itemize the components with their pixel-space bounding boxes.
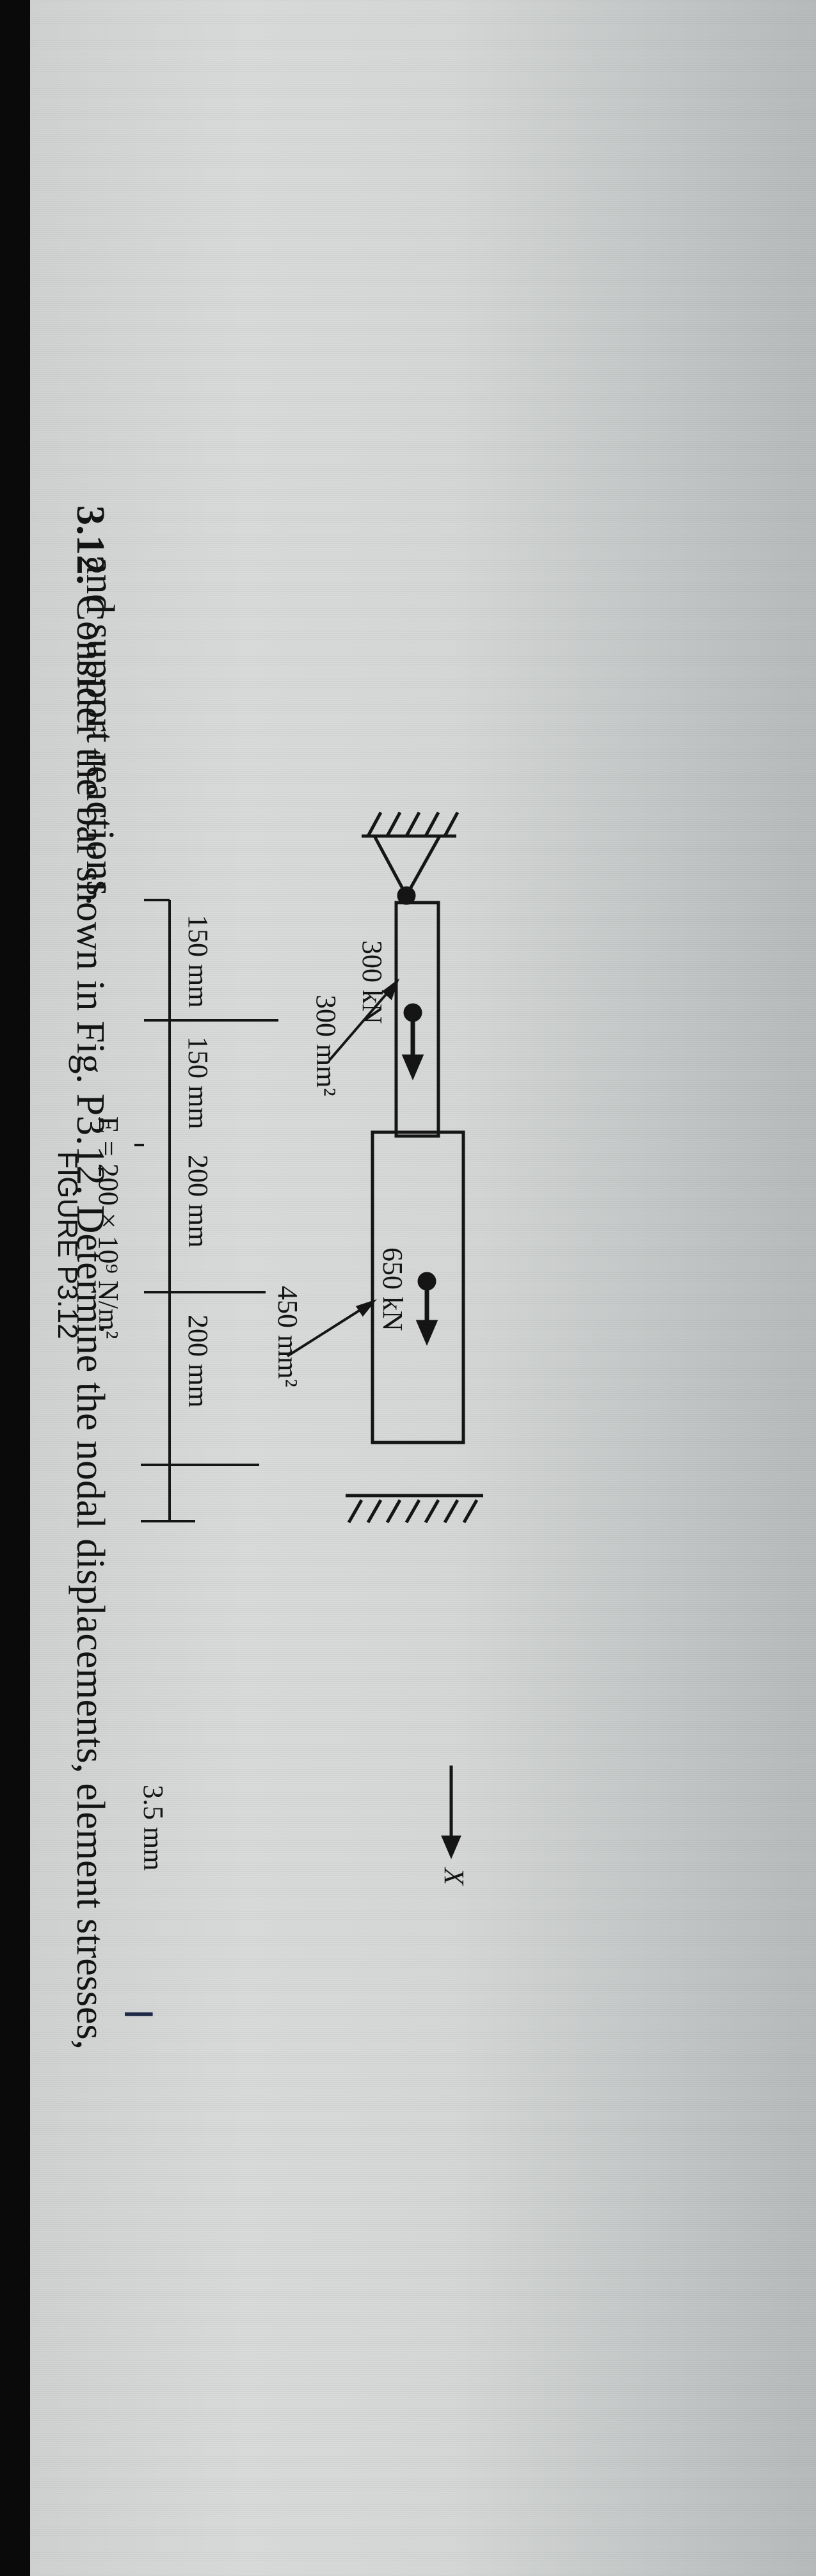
dimension-lines xyxy=(134,899,278,1522)
left-wall-support-icon xyxy=(362,811,460,905)
modulus-label: E = 200 × 10⁹ N/m² xyxy=(93,1116,124,1339)
area-label-300: 300 mm² xyxy=(310,995,342,1096)
load-arrow-650kn-icon xyxy=(415,1272,438,1346)
bar-segment-450mm2 xyxy=(371,1130,465,1444)
x-axis-arrow-icon xyxy=(441,1766,461,1860)
load-arrow-300kn-icon xyxy=(401,1003,424,1080)
bar-segment-300mm2 xyxy=(394,901,440,1138)
dimension-label-1: 150 mm xyxy=(182,915,214,1008)
area-leader-lines xyxy=(286,978,400,1357)
dimension-label-2: 150 mm xyxy=(182,1036,214,1130)
load-label-650kn: 650 kN xyxy=(377,1247,408,1331)
dimension-label-3: 200 mm xyxy=(182,1155,214,1248)
screen-bezel xyxy=(0,0,30,2576)
axis-label-x: X xyxy=(438,1868,470,1885)
gap-label: 3.5 mm xyxy=(138,1785,169,1871)
area-label-450: 450 mm² xyxy=(272,1286,303,1387)
figure-caption: FIGURE P3.12 xyxy=(52,1151,83,1339)
right-wall-icon xyxy=(346,1494,483,1524)
load-label-300kn: 300 kN xyxy=(356,940,388,1024)
dimension-label-4: 200 mm xyxy=(182,1315,214,1408)
